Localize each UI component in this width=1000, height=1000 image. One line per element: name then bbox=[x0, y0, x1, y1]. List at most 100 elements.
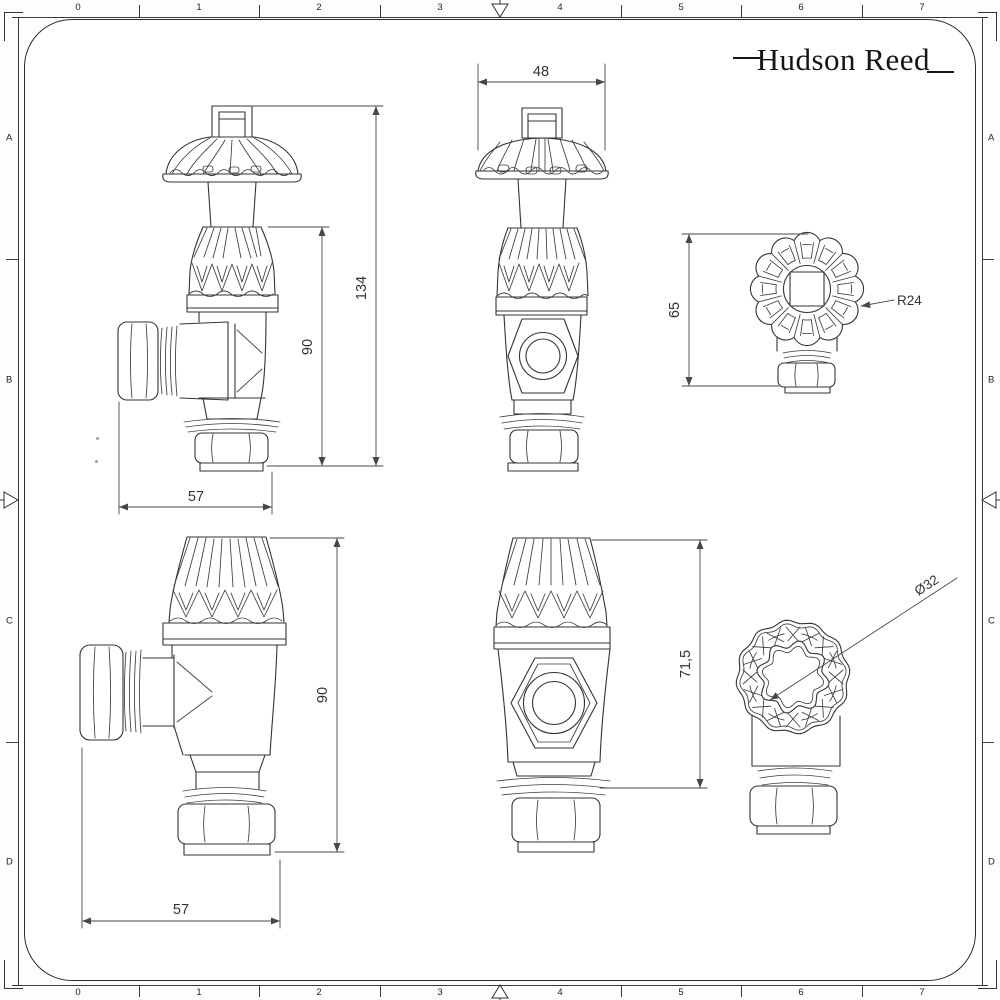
ruler-row-label: A bbox=[6, 132, 13, 144]
wheel-scalloped-rim bbox=[749, 231, 865, 347]
ruler-row-label: C bbox=[6, 615, 13, 627]
head-collar bbox=[186, 294, 279, 313]
wheel-petal-details bbox=[760, 242, 854, 336]
union-nut bbox=[79, 644, 124, 741]
ruler-tick bbox=[621, 5, 622, 17]
ruler-tick bbox=[741, 5, 742, 17]
bottom-union bbox=[499, 399, 585, 472]
ruler-tick bbox=[6, 742, 18, 743]
spindle-square bbox=[789, 271, 825, 307]
head-collar bbox=[162, 622, 287, 646]
view-wheel-head-top bbox=[749, 231, 865, 394]
wavy-bore-inner bbox=[761, 645, 825, 709]
ruler-row-label: B bbox=[988, 374, 995, 386]
ruler-column-label: 4 bbox=[557, 987, 563, 998]
valve-body-front bbox=[497, 648, 611, 763]
side-outlet bbox=[117, 321, 263, 401]
head-collar bbox=[493, 626, 611, 650]
valve-body bbox=[171, 644, 278, 790]
ruler-column-label: 2 bbox=[316, 2, 322, 13]
ruler-tick bbox=[862, 5, 863, 17]
bottom-union bbox=[496, 761, 611, 853]
valve-body-front bbox=[503, 314, 582, 401]
dim-label-total-height: 134 bbox=[354, 276, 370, 300]
trim-corner-mark bbox=[978, 960, 997, 989]
trim-line-right bbox=[982, 17, 983, 985]
dim-label-body-height: 90 bbox=[300, 339, 316, 355]
bottom-union bbox=[177, 787, 276, 856]
dim-label-lockshield-width: 57 bbox=[173, 902, 189, 918]
ruler-column-label: 6 bbox=[798, 987, 804, 998]
union-nut bbox=[117, 321, 159, 401]
scan-speck bbox=[96, 437, 99, 440]
dim-label-lockshield-front-height: 71,5 bbox=[678, 650, 694, 678]
hex-nut bbox=[777, 362, 836, 388]
ruler-tick bbox=[741, 985, 742, 997]
inlet-circle bbox=[522, 671, 586, 735]
valve-body bbox=[198, 311, 267, 420]
ruler-tick bbox=[862, 985, 863, 997]
hex-nut bbox=[509, 429, 579, 464]
wheel-spokes bbox=[758, 240, 856, 338]
center-arrow-bottom-icon bbox=[491, 984, 509, 1000]
inlet-circle bbox=[518, 331, 568, 381]
ruler-column-label: 0 bbox=[75, 2, 81, 13]
dim-label-head-height: 65 bbox=[667, 302, 683, 318]
fluted-cone bbox=[188, 226, 276, 297]
ruler-column-label: 3 bbox=[437, 987, 443, 998]
view-lockshield-front bbox=[493, 537, 611, 853]
wheel-rim-arcs bbox=[762, 244, 852, 334]
view-lockshield-side bbox=[79, 536, 287, 856]
ruler-column-label: 2 bbox=[316, 987, 322, 998]
ruler-tick bbox=[982, 259, 994, 260]
hex-nut bbox=[177, 803, 276, 845]
dimension-angle-total-height: 134 bbox=[252, 105, 384, 467]
ruler-tick bbox=[6, 259, 18, 260]
ruler-column-label: 7 bbox=[919, 987, 925, 998]
ruler-column-label: 1 bbox=[196, 987, 202, 998]
ruler-tick bbox=[259, 5, 260, 17]
hex-nut bbox=[194, 432, 269, 464]
wheel-head-dome bbox=[162, 136, 302, 183]
ruler-tick bbox=[982, 742, 994, 743]
wheel-head-dome bbox=[475, 137, 609, 180]
ruler-row-label: C bbox=[988, 615, 995, 627]
hex-boss bbox=[507, 318, 579, 394]
view-lockshield-top bbox=[735, 619, 851, 835]
ruler-tick bbox=[380, 5, 381, 17]
ruler-row-label: B bbox=[6, 374, 13, 386]
knurled-ring-outer bbox=[735, 619, 851, 735]
trim-corner-mark bbox=[978, 12, 997, 41]
wavy-bore-outer bbox=[756, 640, 830, 714]
knurl-crosshatch bbox=[742, 626, 844, 728]
center-arrow-top-icon bbox=[491, 0, 509, 18]
wheel-hub-circle bbox=[782, 264, 832, 314]
logo-left-stroke bbox=[732, 57, 760, 59]
ruler-row-label: A bbox=[988, 132, 995, 144]
dimension-lockshield-head-diameter: Ø32 bbox=[769, 572, 958, 701]
dimension-angle-width: 57 bbox=[118, 401, 273, 515]
dimension-lockshield-width: 57 bbox=[81, 747, 281, 929]
ruler-row-label: D bbox=[6, 856, 13, 868]
knurled-ring-outer-inner-line bbox=[739, 623, 847, 731]
hex-boss bbox=[510, 657, 598, 749]
ruler-column-label: 3 bbox=[437, 2, 443, 13]
ruler-column-label: 7 bbox=[919, 2, 925, 13]
view-angle-valve-front bbox=[475, 107, 609, 472]
center-arrow-left-icon bbox=[0, 491, 20, 509]
ruler-column-label: 4 bbox=[557, 2, 563, 13]
side-outlet bbox=[79, 644, 213, 741]
spindle bbox=[211, 105, 253, 138]
knurl-mid-arcs bbox=[749, 633, 837, 721]
valve-neck bbox=[207, 181, 257, 228]
ruler-tick bbox=[259, 985, 260, 997]
logo-right-stroke bbox=[927, 71, 954, 73]
ruler-tick bbox=[621, 985, 622, 997]
dimension-head-radius: R24 bbox=[860, 293, 922, 309]
valve-neck bbox=[517, 178, 567, 229]
ruler-column-label: 1 bbox=[196, 2, 202, 13]
scan-speck bbox=[95, 460, 98, 463]
fluted-cone bbox=[496, 227, 589, 299]
